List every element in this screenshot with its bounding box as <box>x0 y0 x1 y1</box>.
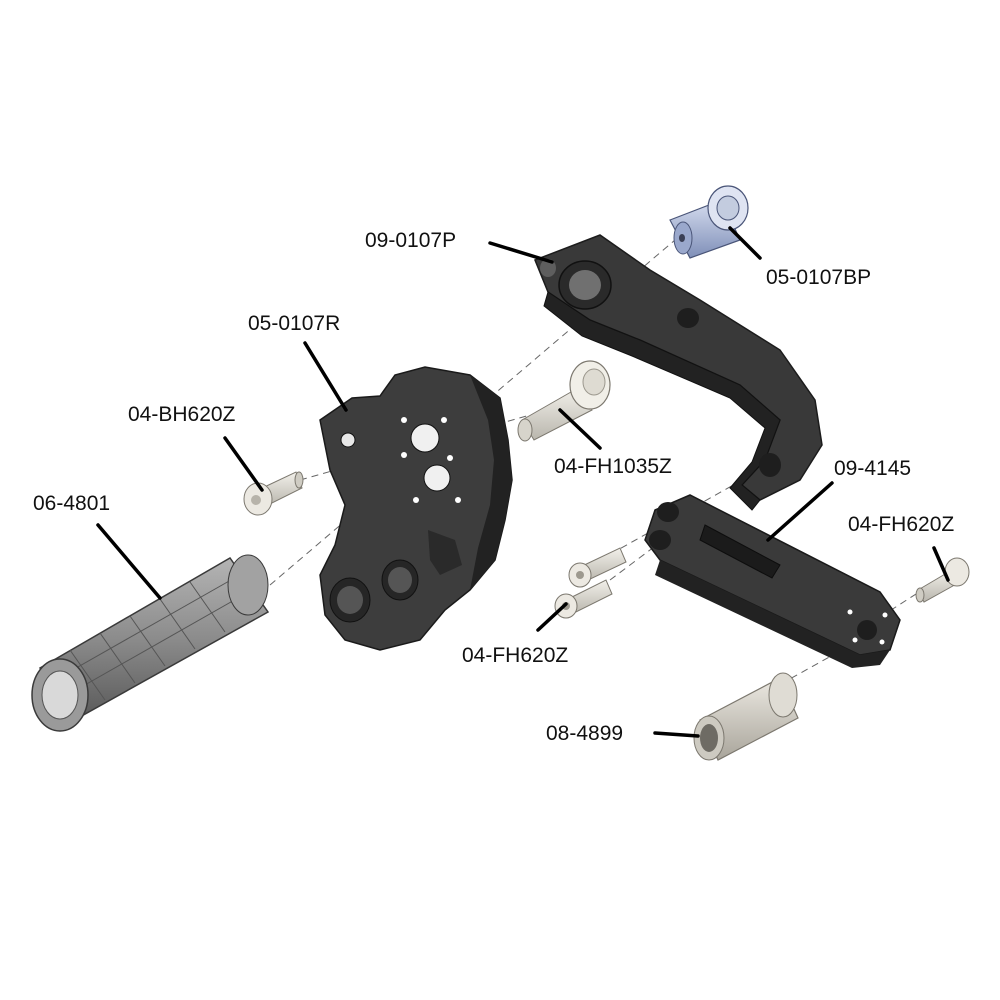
plate-05-0107R <box>319 366 513 651</box>
bushing-05-0107BP <box>669 185 749 259</box>
axis-line <box>599 469 761 561</box>
callout-label: 04-FH620Z <box>462 644 569 667</box>
leader-line <box>223 436 264 492</box>
link-09-4145 <box>644 494 901 668</box>
callout-label: 09-4145 <box>834 457 912 480</box>
bolt-04-BH620Z <box>243 471 304 516</box>
axis-line <box>609 519 691 581</box>
bolt-04-FH620Z-right <box>915 557 970 603</box>
bolts-04-FH620Z-pair <box>554 547 627 619</box>
leader-line <box>536 602 568 632</box>
leader-lines <box>96 226 950 738</box>
leader-line <box>558 408 602 450</box>
leader-line <box>766 481 834 542</box>
leader-line <box>728 226 762 260</box>
callout-label: 04-FH620Z <box>848 513 955 536</box>
callout-label: 04-FH1035Z <box>554 455 672 478</box>
callout-label: 04-BH620Z <box>128 403 236 426</box>
leader-line <box>303 341 348 412</box>
grip-06-4801 <box>31 554 270 732</box>
leader-line <box>96 523 162 600</box>
callout-label: 08-4899 <box>546 722 624 745</box>
leader-line <box>653 731 700 738</box>
callout-label: 06-4801 <box>33 492 111 515</box>
leader-line <box>488 241 554 264</box>
spacer-08-4899 <box>693 672 799 761</box>
bolt-04-FH1035Z <box>517 360 611 442</box>
callout-label: 05-0107BP <box>766 266 872 289</box>
arm-09-0107P <box>534 234 823 511</box>
callout-label: 09-0107P <box>365 229 457 252</box>
callout-label: 05-0107R <box>248 312 341 335</box>
leader-line <box>932 546 950 582</box>
